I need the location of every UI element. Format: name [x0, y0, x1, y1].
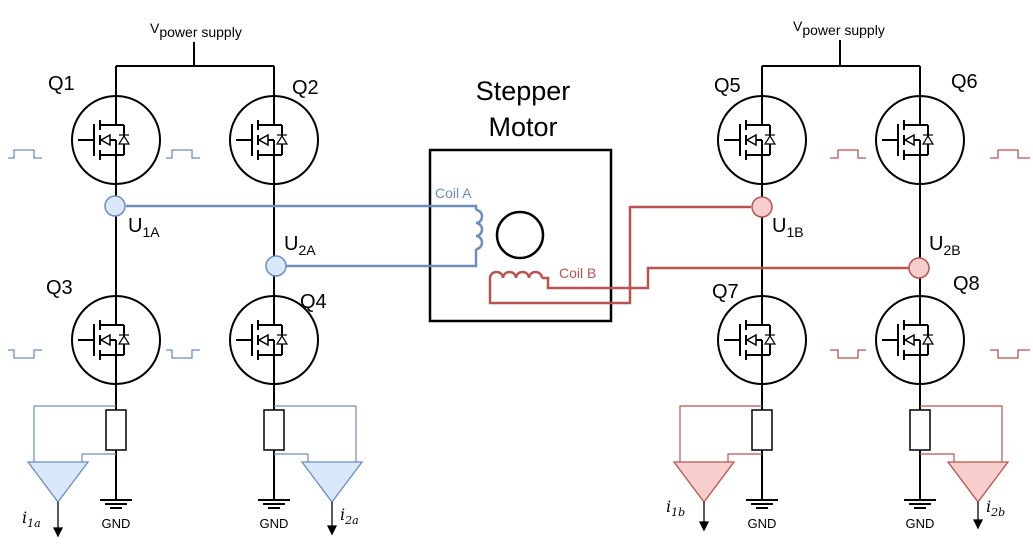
label-q4: Q4: [300, 291, 327, 313]
gnd-label-4: GND: [906, 516, 935, 531]
shunt-resistor-2b: [909, 409, 931, 451]
right-bridge-wires: [761, 40, 921, 500]
node-u1a: [104, 195, 126, 217]
label-u2b: U2B: [929, 233, 961, 258]
amplifier-i2a: [300, 461, 364, 504]
sense-wires-b: [679, 405, 1003, 462]
ground-symbol-2: [258, 499, 290, 509]
transistor-q7: [717, 295, 807, 385]
label-u1b: U1B: [772, 215, 804, 240]
motor-rotor: [495, 210, 545, 260]
label-q3: Q3: [46, 277, 73, 299]
label-i2a: i2a: [340, 505, 359, 527]
label-q5: Q5: [714, 75, 741, 97]
gate-signals-right: [830, 149, 1030, 359]
gate-pulse-q5: [830, 149, 866, 159]
transistor-q6: [875, 95, 965, 185]
gate-pulse-q7: [830, 349, 866, 359]
label-q1: Q1: [48, 73, 75, 95]
coil-b-label: Coil B: [559, 265, 596, 281]
supply-label-right: Vpower supply: [793, 18, 885, 38]
transistor-q5: [717, 95, 807, 185]
transistor-q2: [229, 95, 319, 185]
gate-pulse-q8: [990, 349, 1030, 359]
output-arrows: [52, 502, 984, 538]
coil-a-winding: [475, 208, 484, 251]
gate-pulse-q3: [8, 349, 42, 359]
supply-label-left: Vpower supply: [150, 20, 242, 40]
ground-symbol-1: [100, 499, 132, 509]
amplifier-i1a: [26, 461, 90, 504]
node-u1b: [751, 196, 773, 218]
label-q8: Q8: [953, 273, 980, 295]
gnd-label-2: GND: [260, 516, 289, 531]
gnd-label-3: GND: [748, 516, 777, 531]
coil-b-wiring: [488, 205, 909, 305]
coil-b-winding: [488, 270, 544, 279]
motor-title-line1: Stepper: [476, 76, 571, 106]
shunt-resistor-1a: [105, 409, 127, 451]
shunt-resistor-1b: [751, 409, 773, 451]
label-i1a: i1a: [22, 508, 41, 530]
gnd-label-1: GND: [102, 516, 131, 531]
coil-a-wiring: [126, 204, 484, 268]
label-u1a: U1A: [128, 215, 160, 240]
node-u2b: [908, 257, 930, 279]
coil-a-label: Coil A: [435, 185, 472, 201]
shunt-resistor-2a: [263, 409, 285, 451]
label-u2a: U2A: [284, 233, 316, 258]
gate-pulse-q4: [166, 349, 200, 359]
transistor-q1: [71, 95, 161, 185]
amplifier-i2b: [946, 461, 1010, 504]
ground-symbol-3: [746, 499, 778, 509]
gate-pulse-q6: [990, 149, 1030, 159]
amplifier-i1b: [672, 461, 736, 504]
node-u2a: [265, 255, 287, 277]
label-q6: Q6: [951, 71, 978, 93]
transistor-q8: [875, 295, 965, 385]
motor-title-line2: Motor: [488, 112, 557, 142]
ground-symbol-4: [904, 499, 936, 509]
sense-wires-a: [33, 405, 357, 462]
gate-pulse-q2: [166, 149, 200, 159]
label-q7: Q7: [712, 281, 739, 303]
transistor-q3: [71, 295, 161, 385]
gate-signals-left: [8, 149, 200, 359]
label-q2: Q2: [292, 77, 319, 99]
gate-pulse-q1: [8, 149, 42, 159]
label-i2b: i2b: [986, 497, 1005, 519]
label-i1b: i1b: [666, 497, 685, 519]
